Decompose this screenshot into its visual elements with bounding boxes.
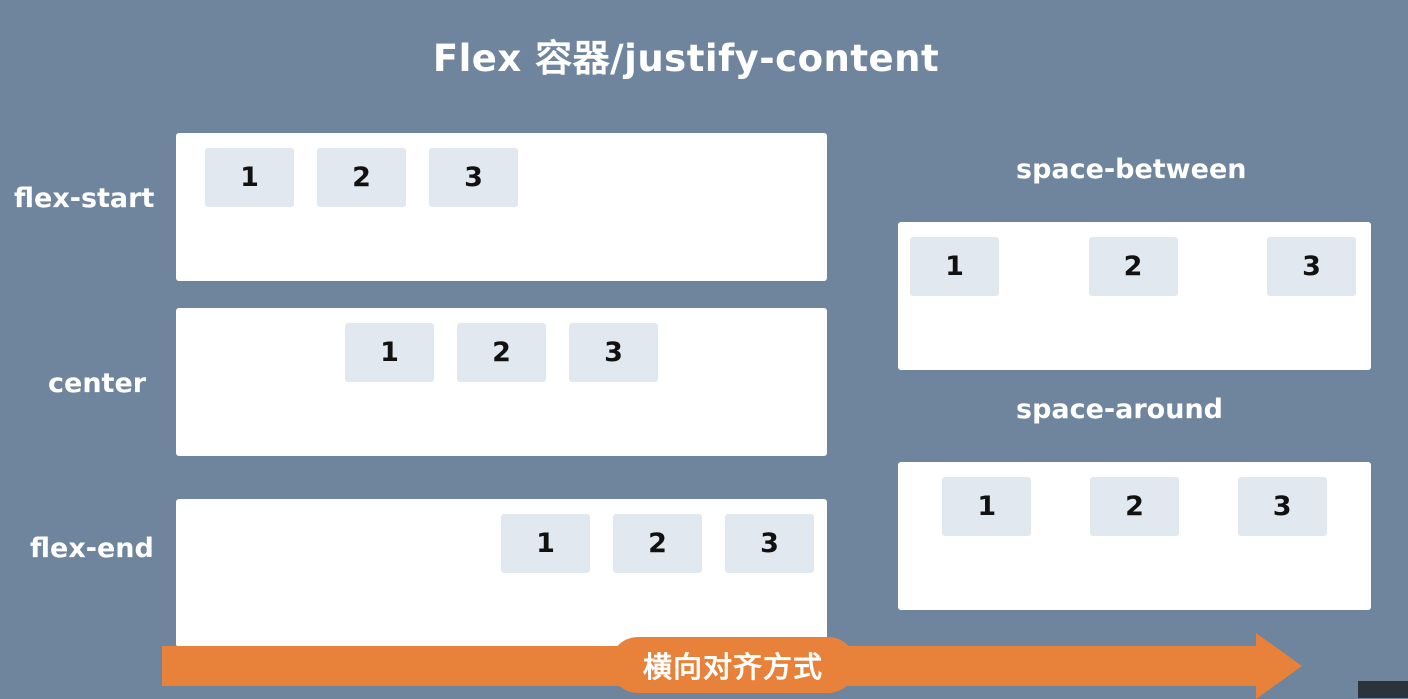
flex-item-1: 1 [942,477,1032,536]
panel-space-between: 1 2 3 [898,222,1371,370]
flex-item-3: 3 [1267,237,1356,296]
label-space-between: space-between [1016,154,1247,185]
panel-center: 1 2 3 [176,308,827,456]
label-flex-start: flex-start [14,183,155,214]
flex-item-1: 1 [345,323,434,382]
label-space-around: space-around [1016,394,1223,425]
label-center: center [48,368,147,399]
flex-item-3: 3 [569,323,658,382]
flex-item-1: 1 [501,514,590,573]
flex-item-2: 2 [457,323,546,382]
flex-item-3: 3 [1237,477,1327,536]
panel-flex-end: 1 2 3 [176,499,827,647]
flex-item-2: 2 [613,514,702,573]
flex-item-2: 2 [317,148,406,207]
arrow-head-icon [1256,633,1302,699]
arrow-label: 横向对齐方式 [610,637,856,693]
flex-item-1: 1 [205,148,294,207]
flex-item-1: 1 [910,237,999,296]
flex-item-2: 2 [1088,237,1178,296]
label-flex-end: flex-end [30,533,154,564]
corner-overlay [1358,681,1408,698]
flex-item-3: 3 [725,514,814,573]
panel-flex-start: 1 2 3 [176,133,827,281]
flex-item-3: 3 [429,148,518,207]
flex-item-2: 2 [1089,477,1179,536]
slide-title: Flex 容器/justify-content [432,37,940,80]
panel-space-around: 1 2 3 [898,462,1371,610]
